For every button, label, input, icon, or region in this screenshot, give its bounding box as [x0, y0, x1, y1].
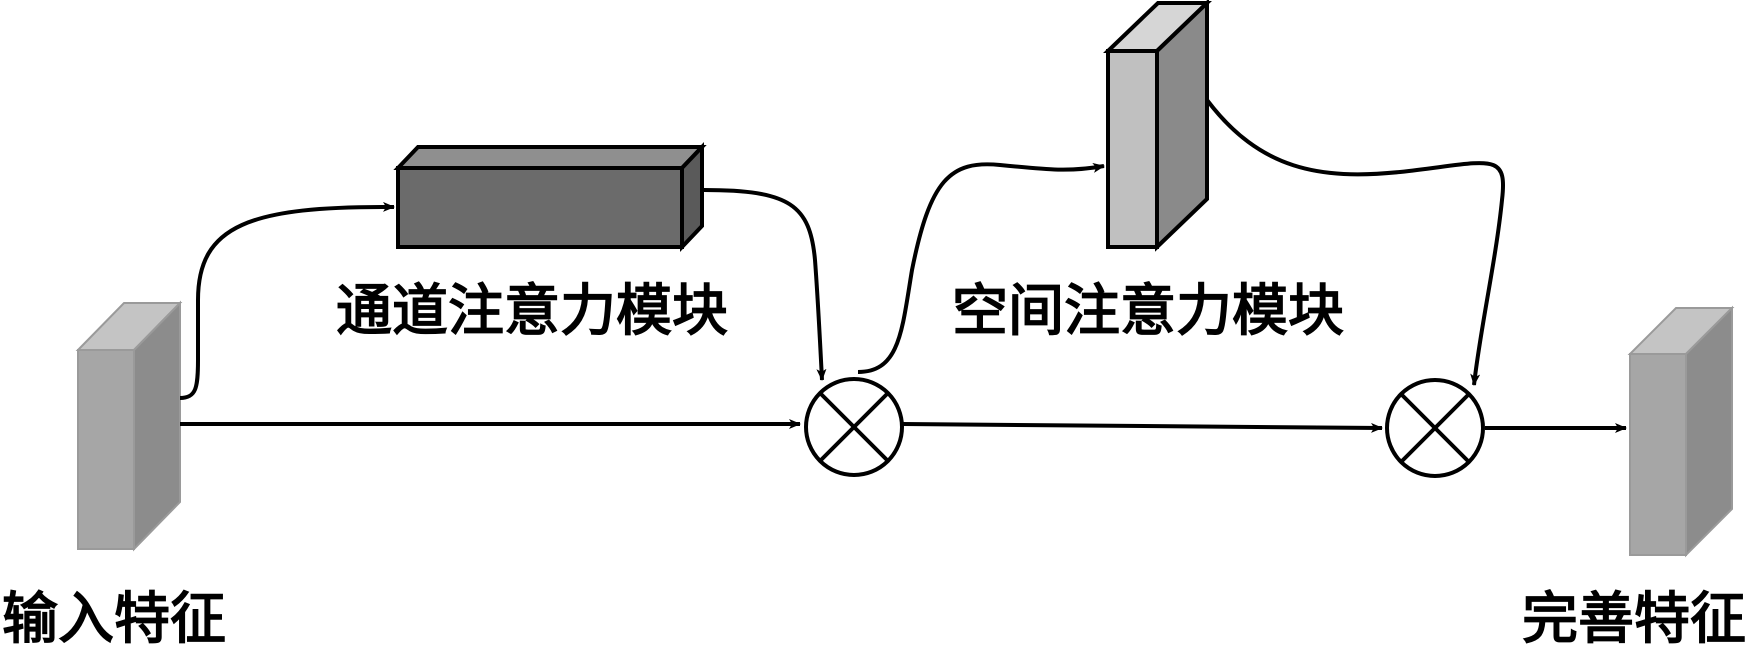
edge-spatial-to-multiply2 [1205, 98, 1505, 386]
channel-attention-front [396, 166, 684, 249]
spatial-attention-label: 空间注意力模块 [952, 278, 1344, 344]
channel-attention-top [393, 145, 707, 170]
channel-attention-side [680, 142, 704, 252]
spatial-attention-block [1103, 0, 1212, 252]
multiply-operator-2 [1385, 378, 1485, 478]
refined-feature-label: 完善特征 [1522, 586, 1746, 652]
edge-multiply1-to-spatial [857, 162, 1105, 374]
multiply-operator-2-cross-b [1399, 392, 1471, 464]
input-feature-block [75, 300, 183, 552]
refined-feature-front [1629, 353, 1687, 556]
multiply-operator-1 [804, 377, 904, 477]
refined-feature-block [1627, 305, 1735, 558]
channel-attention-block [393, 142, 707, 252]
edge-channel-to-multiply1 [703, 188, 827, 381]
input-feature-label: 输入特征 [2, 586, 226, 652]
channel-attention-label: 通道注意力模块 [336, 278, 728, 344]
multiply-operator-1-cross-b [818, 391, 890, 463]
edge-input-to-channel [179, 201, 395, 400]
spatial-attention-front [1106, 49, 1159, 249]
connections [179, 98, 1627, 433]
edge-multiply1-to-multiply2 [902, 422, 1383, 433]
input-feature-front [77, 349, 135, 550]
